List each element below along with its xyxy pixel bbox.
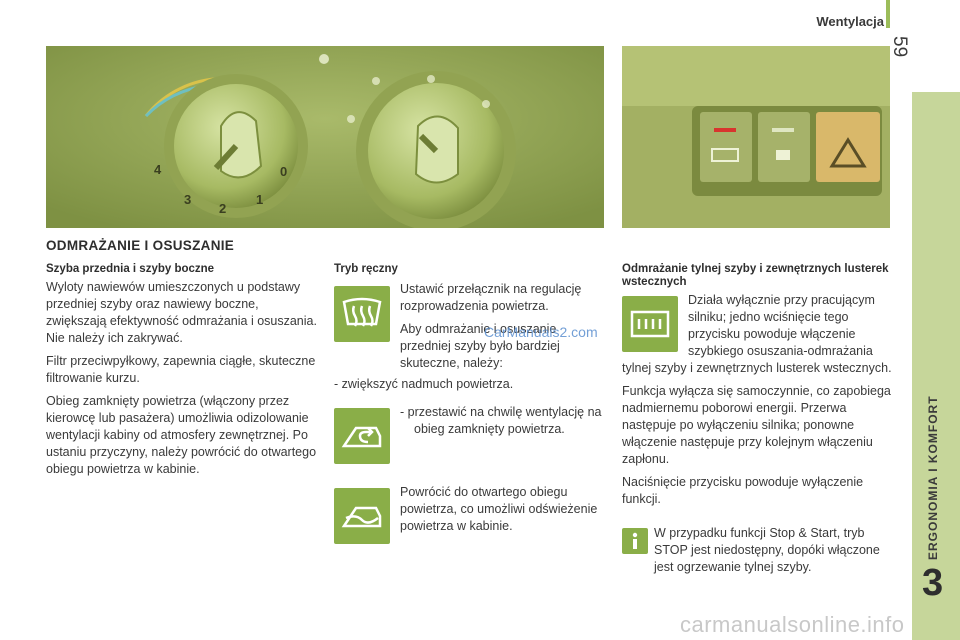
fresh-air-icon (334, 488, 390, 544)
col2-line: Ustawić przełącznik na regulację rozprow… (400, 282, 582, 313)
col3-body: Działa wyłącznie przy pracującym silniku… (622, 292, 892, 514)
page-number: 59 (889, 36, 910, 58)
section-heading: ODMRAŻANIE I OSUSZANIE (46, 238, 235, 253)
fan-speed-4: 4 (154, 162, 162, 177)
chapter-number: 3 (922, 562, 944, 604)
col1-subtitle: Szyba przednia i szyby boczne (46, 263, 215, 275)
rear-defrost-panel-photo (622, 46, 890, 228)
footer-watermark: carmanualsonline.info (680, 612, 905, 637)
col3-subtitle: Odmrażanie tylnej szyby i zewnętrznych l… (622, 263, 889, 288)
col1-body: Wyloty nawiewów umieszczonych u podstawy… (46, 279, 322, 484)
col2-intro: Ustawić przełącznik na regulację rozprow… (400, 281, 600, 378)
fan-speed-1: 1 (256, 192, 263, 207)
chapter-side-band (912, 92, 960, 640)
rear-window-defrost-icon (622, 296, 678, 352)
bullet-increase-fan: - zwiększyć nadmuch powietrza. (334, 377, 514, 391)
recirculation-icon (334, 408, 390, 464)
col2-subtitle: Tryb ręczny (334, 263, 398, 275)
col2-line: Aby odmrażanie i osuszanie przedniej szy… (400, 322, 560, 370)
col3-paragraph: Funkcja wyłącza się samoczynnie, co zapo… (622, 384, 891, 466)
col1-paragraph: Filtr przeciwpyłkowy, zapewnia ciągłe, s… (46, 354, 316, 385)
fan-speed-3: 3 (184, 192, 191, 207)
bullet-recirculation: - przestawić na chwilę wentylację na obi… (400, 405, 602, 436)
col3-paragraph: Działa wyłącznie przy pracującym silniku… (622, 293, 892, 375)
windscreen-defrost-icon (334, 286, 390, 342)
chapter-label: ERGONOMIA I KOMFORT (926, 395, 940, 560)
inline-watermark: CarManuals2.com (484, 324, 598, 340)
heater-controls-photo: 4 3 2 1 0 (46, 46, 604, 228)
col1-paragraph: Wyloty nawiewów umieszczonych u podstawy… (46, 280, 317, 345)
header-accent-bar (886, 0, 890, 28)
col1-paragraph: Obieg zamknięty powietrza (włączony prze… (46, 394, 317, 476)
fan-speed-0: 0 (280, 164, 287, 179)
col2-return-fresh-air: Powrócić do otwartego obiegu powietrza, … (400, 485, 598, 533)
col3-paragraph: Naciśnięcie przycisku powoduje wyłączeni… (622, 475, 864, 506)
info-icon (622, 528, 648, 554)
stop-start-note: W przypadku funkcji Stop & Start, tryb S… (654, 526, 880, 574)
fan-speed-2: 2 (219, 201, 226, 216)
section-title: Wentylacja (816, 14, 884, 29)
